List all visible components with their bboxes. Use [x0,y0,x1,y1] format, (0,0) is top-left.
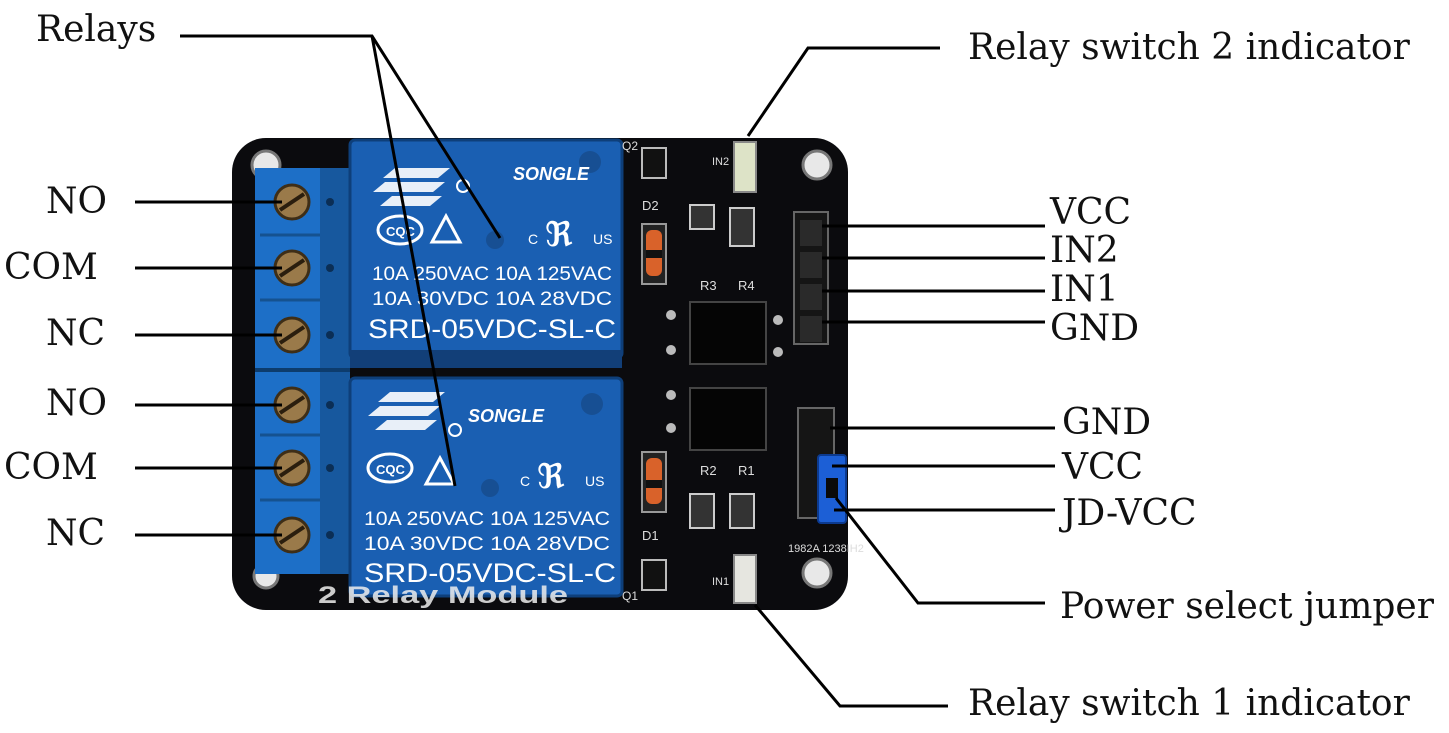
leader-lines [135,34,1055,708]
resistor-r2 [689,493,715,529]
relay2-rating-2: 10A 30VDC 10A 28VDC [372,289,612,310]
silk-d1: D1 [642,528,659,543]
screw-slot [278,525,306,545]
terminal-hole [326,401,334,409]
relay1-rating-2: 10A 30VDC 10A 28VDC [364,534,610,555]
label-nc-1: NC [46,313,106,354]
silk-in1: IN1 [712,576,729,588]
relay2-cert: CQC [386,224,416,239]
silk-d2: D2 [642,198,659,213]
label-no-1: NO [46,181,108,222]
relay1-ul-us: US [585,473,604,489]
screw-slot [278,258,306,278]
optocoupler-2 [689,301,767,365]
resistor-r3 [689,204,715,230]
label-com-2: COM [4,447,98,488]
silk-r3: R3 [700,278,717,293]
ul-mark-icon: ℜ [537,458,565,496]
label-gnd-power: GND [1062,402,1152,443]
relay1-brand: SONGLE [468,406,545,426]
screw-slot [278,395,306,415]
terminal-hole [326,264,334,272]
leader-relays-2 [370,35,457,487]
screw-slot [278,458,306,478]
relay2-rating-1: 10A 250VAC 10A 125VAC [372,264,612,285]
terminal-block [255,168,350,574]
silk-r1: R1 [738,463,755,478]
label-com-1: COM [4,247,98,288]
relay2-brand: SONGLE [513,164,590,184]
led-in1-icon [733,554,757,604]
relay1-ul-c: C [520,473,530,489]
label-relay1-indicator: Relay switch 1 indicator [968,683,1410,724]
silk-q1: Q1 [622,589,638,603]
cqc-icon [376,214,424,246]
relay-1-body: SONGLE CQC C ℜ US 10A 250VAC 10A 125VAC … [348,376,624,598]
label-jdvcc: JD-VCC [1062,493,1197,534]
label-relay2-indicator: Relay switch 2 indicator [968,27,1410,68]
leader-relay1-indicator [753,604,948,708]
terminal-hole [326,464,334,472]
ul-mark-icon: ℜ [545,216,573,254]
terminal-hole [326,331,334,339]
silk-q2: Q2 [622,139,638,153]
silk-in2: IN2 [712,156,729,168]
leader-jumper [834,497,1045,605]
components: D2 D1 Q2 Q1 R3 R4 R2 R1 IN2 IN1 [622,139,864,604]
relay-2-body: SONGLE CQC C ℜ US 10A 250VAC 10A 125VAC … [348,138,624,368]
silk-code: 1982A 1238IH2 [788,543,864,555]
label-vcc-power: VCC [1062,447,1144,488]
silk-r4: R4 [738,278,755,293]
relay2-model: SRD-05VDC-SL-C [368,314,616,344]
warning-triangle-icon [423,454,457,486]
cqc-icon [366,452,414,484]
resistor-r1 [729,493,755,529]
songle-logo-icon [368,392,445,430]
transistor-q2 [641,147,667,179]
resistor-r4 [729,207,755,247]
transistor-q1 [641,559,667,591]
optocoupler-1 [689,387,767,451]
led-in2-icon [733,141,757,193]
relay1-cert: CQC [376,462,406,477]
terminal-hole [326,198,334,206]
label-nc-2: NC [46,513,106,554]
screw-slot [278,325,306,345]
screw-slot [278,192,306,212]
relay2-ul-us: US [593,231,612,247]
songle-logo-icon [373,168,450,206]
label-in1: IN1 [1050,269,1119,310]
relay1-model: SRD-05VDC-SL-C [364,558,616,588]
label-in2: IN2 [1050,230,1119,271]
leader-relay2-indicator [746,46,940,137]
label-no-2: NO [46,383,108,424]
label-vcc-input: VCC [1050,192,1132,233]
label-gnd-input: GND [1050,308,1140,349]
silk-title: 2 Relay Module [318,582,568,609]
label-relays: Relays [36,9,157,50]
relay2-ul-c: C [528,231,538,247]
silk-r2: R2 [700,463,717,478]
warning-triangle-icon [429,212,463,244]
relay1-rating-1: 10A 250VAC 10A 125VAC [364,509,610,530]
label-power-jumper: Power select jumper [1060,586,1434,627]
terminal-hole [326,531,334,539]
